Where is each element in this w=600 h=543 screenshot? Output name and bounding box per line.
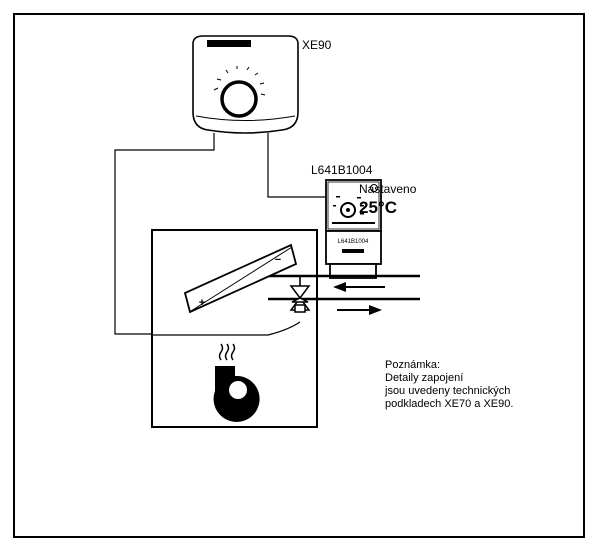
solar-collector: + − bbox=[183, 243, 298, 314]
thermostat-face-label: L641B1004 bbox=[338, 239, 369, 245]
controller-label: XE90 bbox=[302, 38, 332, 52]
thermostat-label: L641B1004 bbox=[311, 163, 373, 177]
xe90-controller bbox=[192, 35, 299, 134]
l641-thermostat: L641B1004 bbox=[325, 179, 382, 279]
honeywell-logo bbox=[207, 40, 251, 47]
collector-minus: − bbox=[275, 254, 281, 266]
burner-icon bbox=[213, 366, 260, 422]
setpoint-label: Nastaveno bbox=[359, 182, 417, 196]
diagram-frame bbox=[13, 13, 585, 538]
note-title: Poznámka: bbox=[385, 359, 441, 371]
valve bbox=[289, 285, 311, 313]
note-line-1: Detaily zapojení bbox=[385, 372, 464, 384]
setpoint-value: 25°C bbox=[359, 198, 397, 217]
xe90-dial bbox=[220, 80, 258, 118]
flame-icon bbox=[218, 343, 236, 361]
collector-plus: + bbox=[199, 297, 205, 309]
note-line-3: podkladech XE70 a XE90. bbox=[385, 398, 514, 410]
note-line-2: jsou uvedeny technických bbox=[385, 385, 511, 397]
boiler-divider bbox=[152, 321, 301, 336]
thermostat-logo bbox=[342, 249, 364, 253]
wire-controller-to-thermostat bbox=[267, 133, 328, 198]
note: Poznámka: Detaily zapojení jsou uvedeny … bbox=[385, 359, 513, 411]
flow-arrows bbox=[333, 282, 385, 315]
